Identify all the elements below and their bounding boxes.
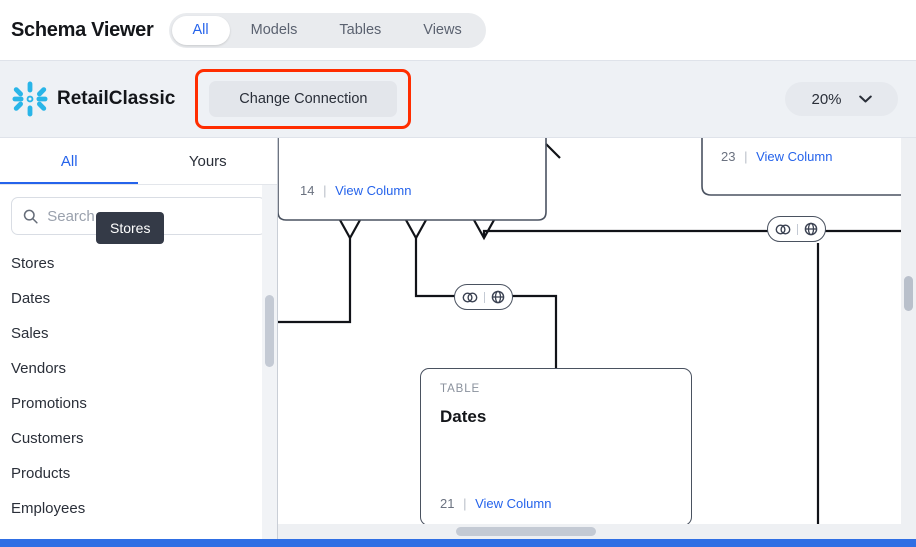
list-item[interactable]: Customers — [11, 430, 84, 447]
sidebar-tab-active-indicator — [0, 182, 138, 185]
canvas-horizontal-scrollbar-track[interactable] — [278, 524, 916, 539]
tab-tables[interactable]: Tables — [318, 16, 402, 45]
change-connection-button[interactable]: Change Connection — [209, 81, 398, 117]
globe-icon — [491, 290, 505, 304]
table-node-dates[interactable]: TABLE Dates 21 | View Column — [420, 368, 692, 526]
view-column-link[interactable]: View Column — [756, 149, 833, 164]
connector-line — [545, 143, 561, 159]
sidebar-scrollbar-thumb[interactable] — [265, 295, 274, 367]
node-footer: 23 | View Column — [721, 149, 832, 164]
zoom-level-value: 20% — [811, 90, 842, 108]
table-list: Stores Dates Sales Vendors Promotions Cu… — [0, 246, 277, 526]
column-count: 21 — [440, 496, 455, 511]
search-icon — [23, 209, 38, 224]
node-footer: 21 | View Column — [440, 496, 551, 511]
chevron-down-icon — [858, 95, 872, 103]
list-item[interactable]: Stores — [11, 255, 55, 272]
list-item[interactable]: Promotions — [11, 395, 87, 412]
connection-bar: RetailClassic Change Connection 20% — [0, 60, 916, 138]
list-item[interactable]: Products — [11, 465, 71, 482]
sidebar-tab-all[interactable]: All — [0, 138, 139, 185]
zoom-level-dropdown[interactable]: 20% — [785, 82, 898, 116]
separator: | — [463, 496, 467, 511]
separator: | — [323, 183, 327, 198]
node-footer: 14 | View Column — [300, 183, 411, 198]
connector-line — [414, 238, 463, 298]
badge-separator — [797, 223, 798, 235]
sidebar-tabs: All Yours — [0, 138, 277, 185]
column-count: 14 — [300, 183, 315, 198]
node-title: Dates — [440, 407, 487, 426]
sidebar: All Yours Stores Dates Sales Vendors Pro… — [0, 138, 277, 539]
connection-name: RetailClassic — [57, 88, 176, 109]
canvas-horizontal-scrollbar-thumb[interactable] — [456, 527, 596, 536]
page-title: Schema Viewer — [11, 18, 154, 41]
sidebar-tab-yours[interactable]: Yours — [139, 138, 278, 185]
list-item[interactable]: Vendors — [11, 360, 67, 377]
tooltip-stores: Stores — [96, 212, 165, 244]
node-kind-label: TABLE — [440, 383, 481, 395]
node-outline — [701, 138, 916, 196]
connector-line — [278, 238, 352, 324]
sidebar-divider — [0, 184, 277, 185]
tab-views[interactable]: Views — [402, 16, 482, 45]
relationship-badge[interactable] — [767, 216, 826, 242]
tab-all[interactable]: All — [171, 15, 230, 45]
list-item[interactable]: Sales — [11, 325, 49, 342]
view-column-link[interactable]: View Column — [475, 496, 552, 511]
view-filter-segmented-control: All Models Tables Views — [168, 12, 486, 48]
crowfoot-arrow — [339, 219, 361, 241]
view-column-link[interactable]: View Column — [335, 183, 412, 198]
tab-models[interactable]: Models — [230, 16, 319, 45]
globe-icon — [804, 222, 818, 236]
column-count: 23 — [721, 149, 736, 164]
node-outline — [278, 138, 547, 221]
badge-separator — [484, 291, 485, 303]
sidebar-scrollbar-track[interactable] — [262, 185, 277, 539]
list-item[interactable]: Employees — [11, 500, 86, 517]
relationship-badge[interactable] — [454, 284, 513, 310]
schema-canvas[interactable]: 14 | View Column 23 | View Column TABLE … — [277, 138, 916, 539]
crowfoot-arrow — [405, 219, 427, 241]
connector-line — [506, 294, 558, 370]
canvas-vertical-scrollbar-thumb[interactable] — [904, 276, 913, 311]
bottom-status-bar — [0, 539, 916, 547]
connector-line — [482, 229, 916, 238]
app-header: Schema Viewer All Models Tables Views — [0, 0, 916, 60]
relationship-icon — [462, 291, 478, 303]
change-connection-highlight: Change Connection — [195, 69, 412, 129]
separator: | — [744, 149, 748, 164]
list-item[interactable]: Dates — [11, 290, 51, 307]
snowflake-icon — [12, 81, 48, 117]
relationship-icon — [775, 223, 791, 235]
canvas-vertical-scrollbar-track[interactable] — [901, 138, 916, 524]
